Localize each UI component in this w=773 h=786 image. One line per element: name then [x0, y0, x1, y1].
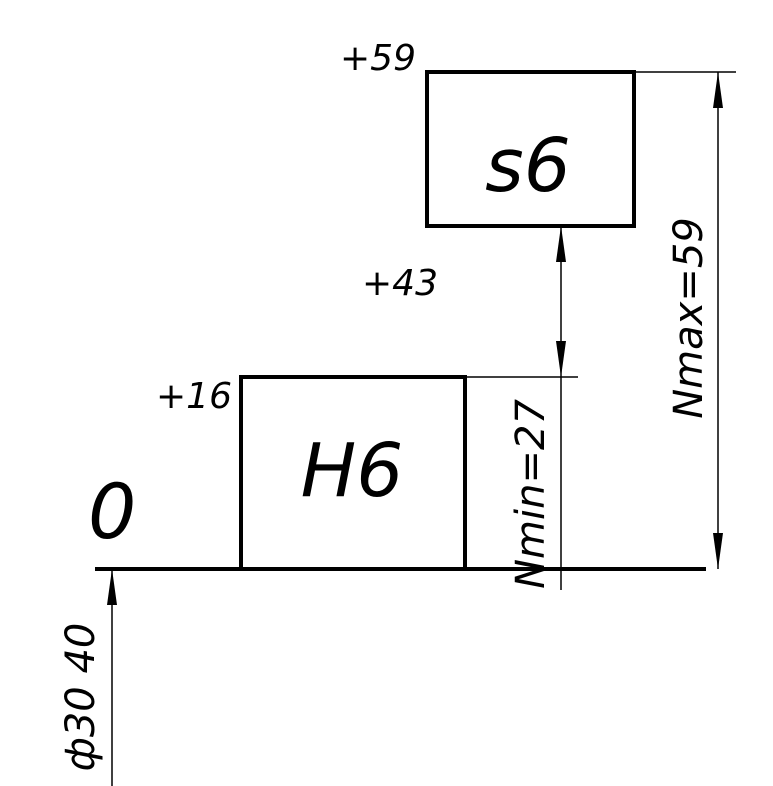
- nmin-arrow-down-icon: [556, 341, 566, 377]
- hole-field-label: H6: [301, 428, 404, 514]
- h6-tolerance-box: [239, 375, 467, 571]
- nmax-arrow-up-icon: [713, 72, 723, 108]
- nmax-label: Nmax=59: [666, 217, 712, 418]
- nmin-arrow-up-icon: [556, 226, 566, 262]
- diameter-label: ф30 40: [58, 623, 104, 772]
- shaft-field-label: s6: [485, 123, 571, 209]
- diameter-arrow-up-icon: [107, 569, 117, 605]
- s6-lower-deviation-label: +43: [362, 263, 438, 304]
- nmin-label: Nmin=27: [508, 399, 554, 589]
- s6-tolerance-box: [425, 70, 636, 228]
- h6-upper-deviation-label: +16: [156, 376, 232, 417]
- nmax-arrow-down-icon: [713, 533, 723, 569]
- s6-upper-deviation-label: +59: [340, 38, 416, 79]
- zero-line-label: 0: [88, 467, 136, 556]
